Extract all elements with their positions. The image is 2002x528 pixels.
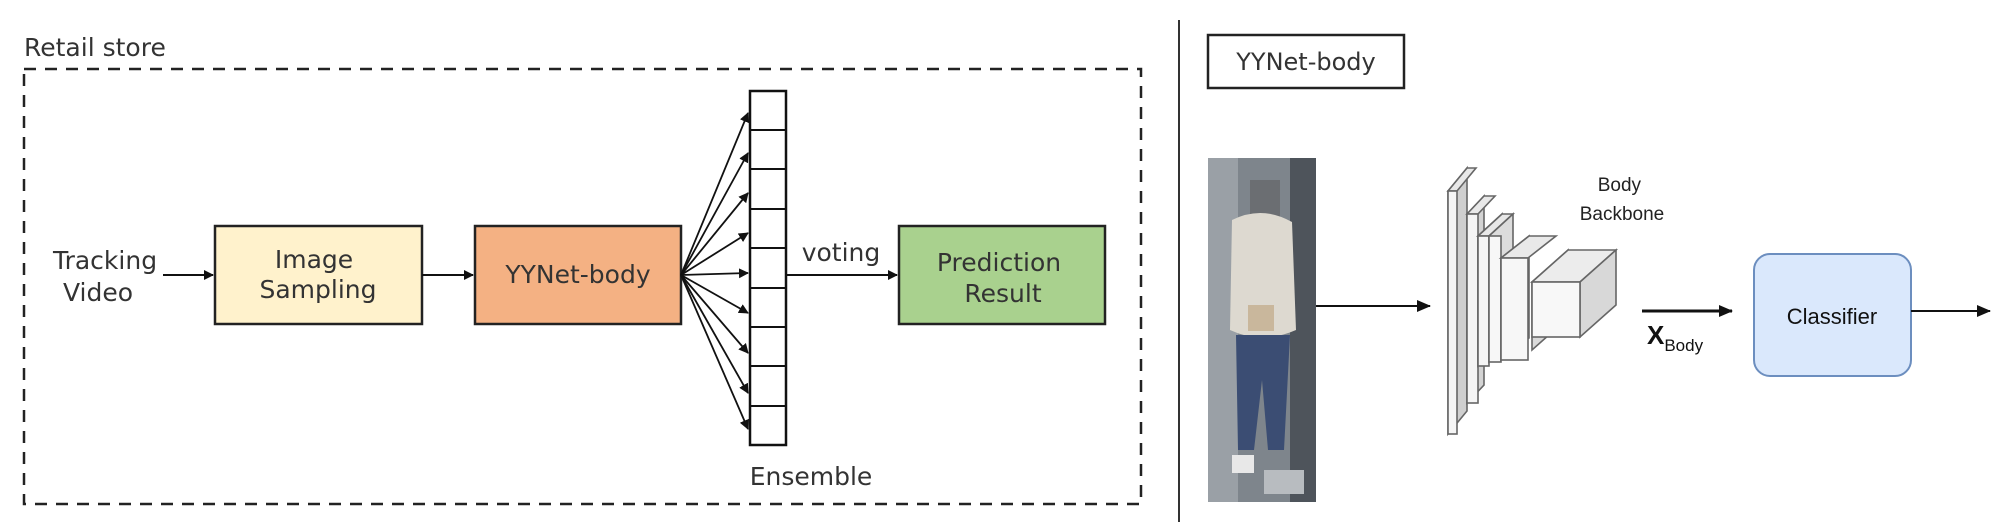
body-backbone-stack [1446,165,1619,437]
prediction-result-label: Prediction Result [937,248,1069,308]
image-sampling-box [213,224,424,326]
ensemble-column [748,89,788,447]
tracking-video-line2: Video [63,278,133,307]
body-backbone-label: Body Backbone [1580,175,1665,225]
yynet-body-title-box [1206,33,1406,90]
prediction-result-box [897,224,1107,326]
yynet-body-box [473,224,683,326]
image-sampling-label: Image Sampling [259,245,376,304]
backbone-line2: Backbone [1580,204,1665,225]
feature-subscript: Body [1664,336,1703,355]
classifier-box [1753,253,1912,377]
prediction-result-line2: Result [964,279,1041,308]
fanout-arrows [680,112,750,430]
image-sampling-line1: Image [275,245,353,274]
prediction-result-line1: Prediction [937,248,1061,277]
yynet-body-label: YYNet-body [504,260,650,289]
yynet-body-title: YYNet-body [1235,48,1375,76]
image-sampling-line2: Sampling [259,275,376,304]
tracking-video-label: Tracking Video [52,246,165,307]
feature-label: XBody [1647,320,1704,355]
person-crop-image [1208,158,1316,502]
retail-store-container [22,67,1143,506]
ensemble-label: Ensemble [750,462,873,491]
classifier-label: Classifier [1787,304,1877,329]
tracking-video-line1: Tracking [52,246,157,275]
feature-symbol: X [1647,320,1665,350]
retail-store-label: Retail store [24,33,166,62]
backbone-line1: Body [1598,175,1642,196]
voting-label: voting [802,238,881,267]
